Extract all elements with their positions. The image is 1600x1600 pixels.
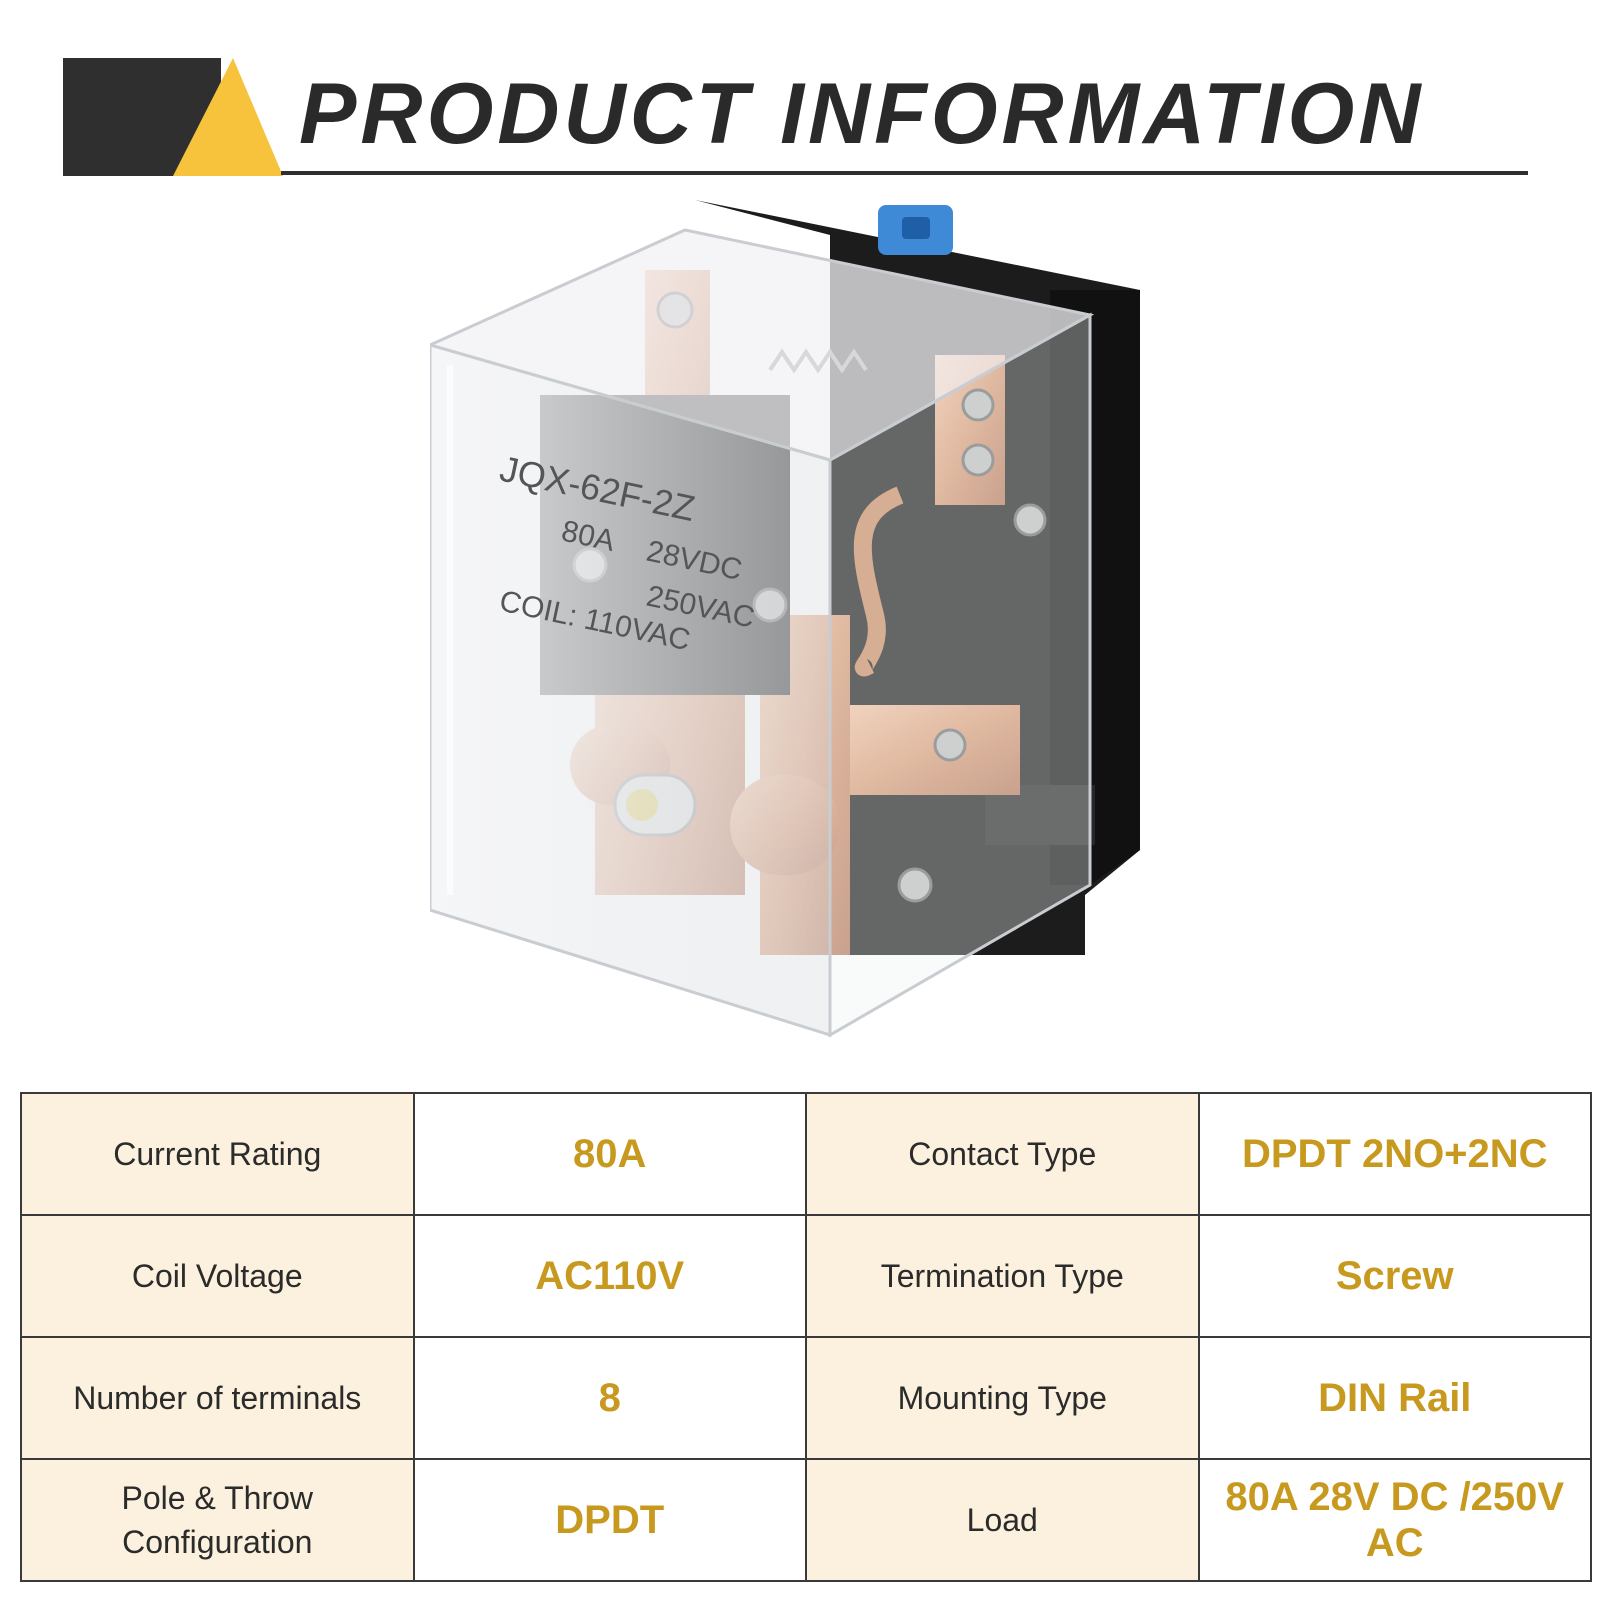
spec-value: 8 bbox=[412, 1336, 807, 1460]
spec-value: AC110V bbox=[412, 1214, 807, 1338]
spec-table: Current Rating 80A Contact Type DPDT 2NO… bbox=[20, 1092, 1592, 1582]
transparent-cover bbox=[430, 228, 1095, 1038]
relay-base bbox=[695, 200, 1140, 955]
spec-value: DPDT 2NO+2NC bbox=[1197, 1092, 1592, 1216]
header-banner: PRODUCT INFORMATION bbox=[63, 58, 1528, 178]
header-triangle-icon bbox=[173, 58, 283, 176]
table-row: Pole & Throw Configuration DPDT Load 80A… bbox=[20, 1458, 1592, 1582]
spec-value: DIN Rail bbox=[1197, 1336, 1592, 1460]
spec-label: Load bbox=[805, 1458, 1200, 1582]
table-row: Current Rating 80A Contact Type DPDT 2NO… bbox=[20, 1092, 1592, 1216]
spec-label: Number of terminals bbox=[20, 1336, 415, 1460]
spec-value: DPDT bbox=[412, 1458, 807, 1582]
header-underline bbox=[281, 171, 1528, 175]
blue-tab-icon bbox=[878, 205, 953, 255]
table-row: Coil Voltage AC110V Termination Type Scr… bbox=[20, 1214, 1592, 1338]
table-row: Number of terminals 8 Mounting Type DIN … bbox=[20, 1336, 1592, 1460]
spec-value: 80A 28V DC /250V AC bbox=[1197, 1458, 1592, 1582]
spec-label: Mounting Type bbox=[805, 1336, 1200, 1460]
relay-product-image: JQX-62F-2Z 80A 28VDC 250VAC COIL: 110VAC bbox=[430, 200, 1140, 1038]
spec-label: Current Rating bbox=[20, 1092, 415, 1216]
spec-label: Contact Type bbox=[805, 1092, 1200, 1216]
page-title: PRODUCT INFORMATION bbox=[299, 66, 1425, 162]
spec-label: Coil Voltage bbox=[20, 1214, 415, 1338]
spec-value: Screw bbox=[1197, 1214, 1592, 1338]
spec-label: Termination Type bbox=[805, 1214, 1200, 1338]
spec-label: Pole & Throw Configuration bbox=[20, 1458, 415, 1582]
spec-value: 80A bbox=[412, 1092, 807, 1216]
